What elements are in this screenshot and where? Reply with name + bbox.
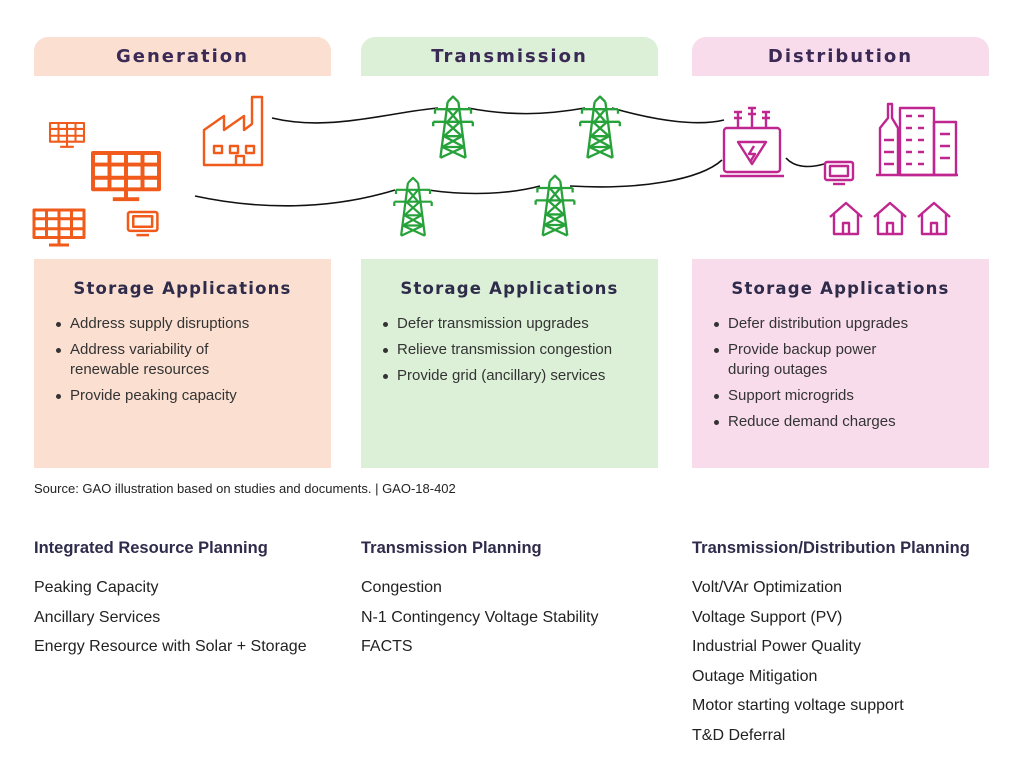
- list-item: Congestion: [361, 579, 442, 596]
- planning-title-distribution: Transmission/Distribution Planning: [692, 539, 970, 557]
- house-icon: [872, 201, 908, 236]
- battery-icon: [126, 210, 159, 237]
- list-item: Provide backup power during outages: [714, 340, 979, 380]
- list-item: Outage Mitigation: [692, 667, 818, 685]
- planning-title-transmission: Transmission Planning: [361, 539, 542, 557]
- transmission-storage-box: Storage Applications Defer transmission …: [361, 259, 658, 468]
- distribution-storage-box: Storage Applications Defer distribution …: [692, 259, 989, 468]
- storage-application-list: Defer distribution upgrades Provide back…: [692, 314, 989, 432]
- list-item: Provide peaking capacity: [56, 386, 321, 406]
- planning-list-integrated: Peaking Capacity Ancillary Services Ener…: [34, 578, 307, 667]
- planning-title-integrated: Integrated Resource Planning: [34, 539, 268, 557]
- distribution-header: Distribution: [692, 37, 989, 76]
- planning-list-distribution: Volt/VAr Optimization Voltage Support (P…: [692, 578, 904, 755]
- list-item: Industrial Power Quality: [692, 638, 861, 655]
- box-title: Storage Applications: [400, 279, 619, 298]
- solar-panel-icon: [91, 151, 161, 202]
- generation-storage-box: Storage Applications Address supply disr…: [34, 259, 331, 468]
- list-item: N-1 Contingency Voltage Stability: [361, 608, 599, 626]
- source-note: Source: GAO illustration based on studie…: [34, 481, 456, 496]
- list-item: Address supply disruptions: [56, 314, 321, 334]
- transformer-icon: [720, 106, 784, 178]
- transmission-tower-icon: [432, 95, 474, 159]
- list-item: Reduce demand charges: [714, 412, 979, 432]
- list-item: Defer transmission upgrades: [383, 314, 648, 334]
- list-item: Provide grid (ancillary) services: [383, 366, 648, 386]
- list-item: FACTS: [361, 638, 413, 655]
- list-item: Ancillary Services: [34, 608, 161, 626]
- transmission-tower-icon: [534, 174, 576, 237]
- list-item: Motor starting voltage support: [692, 697, 904, 714]
- list-item: Address variability of renewable resourc…: [56, 340, 321, 380]
- transmission-tower-icon: [393, 176, 433, 237]
- factory-icon: [202, 95, 264, 167]
- transmission-tower-icon: [579, 95, 621, 159]
- list-item: Volt/VAr Optimization: [692, 579, 842, 596]
- list-item: Relieve transmission congestion: [383, 340, 648, 360]
- box-title: Storage Applications: [731, 279, 950, 298]
- planning-list-transmission: Congestion N-1 Contingency Voltage Stabi…: [361, 578, 598, 667]
- battery-icon: [823, 160, 855, 186]
- solar-panel-icon: [32, 208, 86, 247]
- transmission-header: Transmission: [361, 37, 658, 76]
- office-building-icon: [876, 102, 958, 177]
- list-item: T&D Deferral: [692, 726, 786, 744]
- generation-header: Generation: [34, 37, 331, 76]
- grid-illustration: [32, 95, 958, 247]
- list-item: Support microgrids: [714, 386, 979, 406]
- list-item: Defer distribution upgrades: [714, 314, 979, 334]
- storage-application-list: Address supply disruptions Address varia…: [34, 314, 331, 406]
- solar-panel-icon: [48, 121, 86, 148]
- house-icon: [916, 201, 952, 236]
- list-item: Energy Resource with Solar + Storage: [34, 638, 307, 655]
- list-item: Voltage Support (PV): [692, 608, 843, 626]
- box-title: Storage Applications: [73, 279, 292, 298]
- house-icon: [828, 201, 864, 236]
- list-item: Peaking Capacity: [34, 579, 159, 596]
- storage-application-list: Defer transmission upgrades Relieve tran…: [361, 314, 658, 386]
